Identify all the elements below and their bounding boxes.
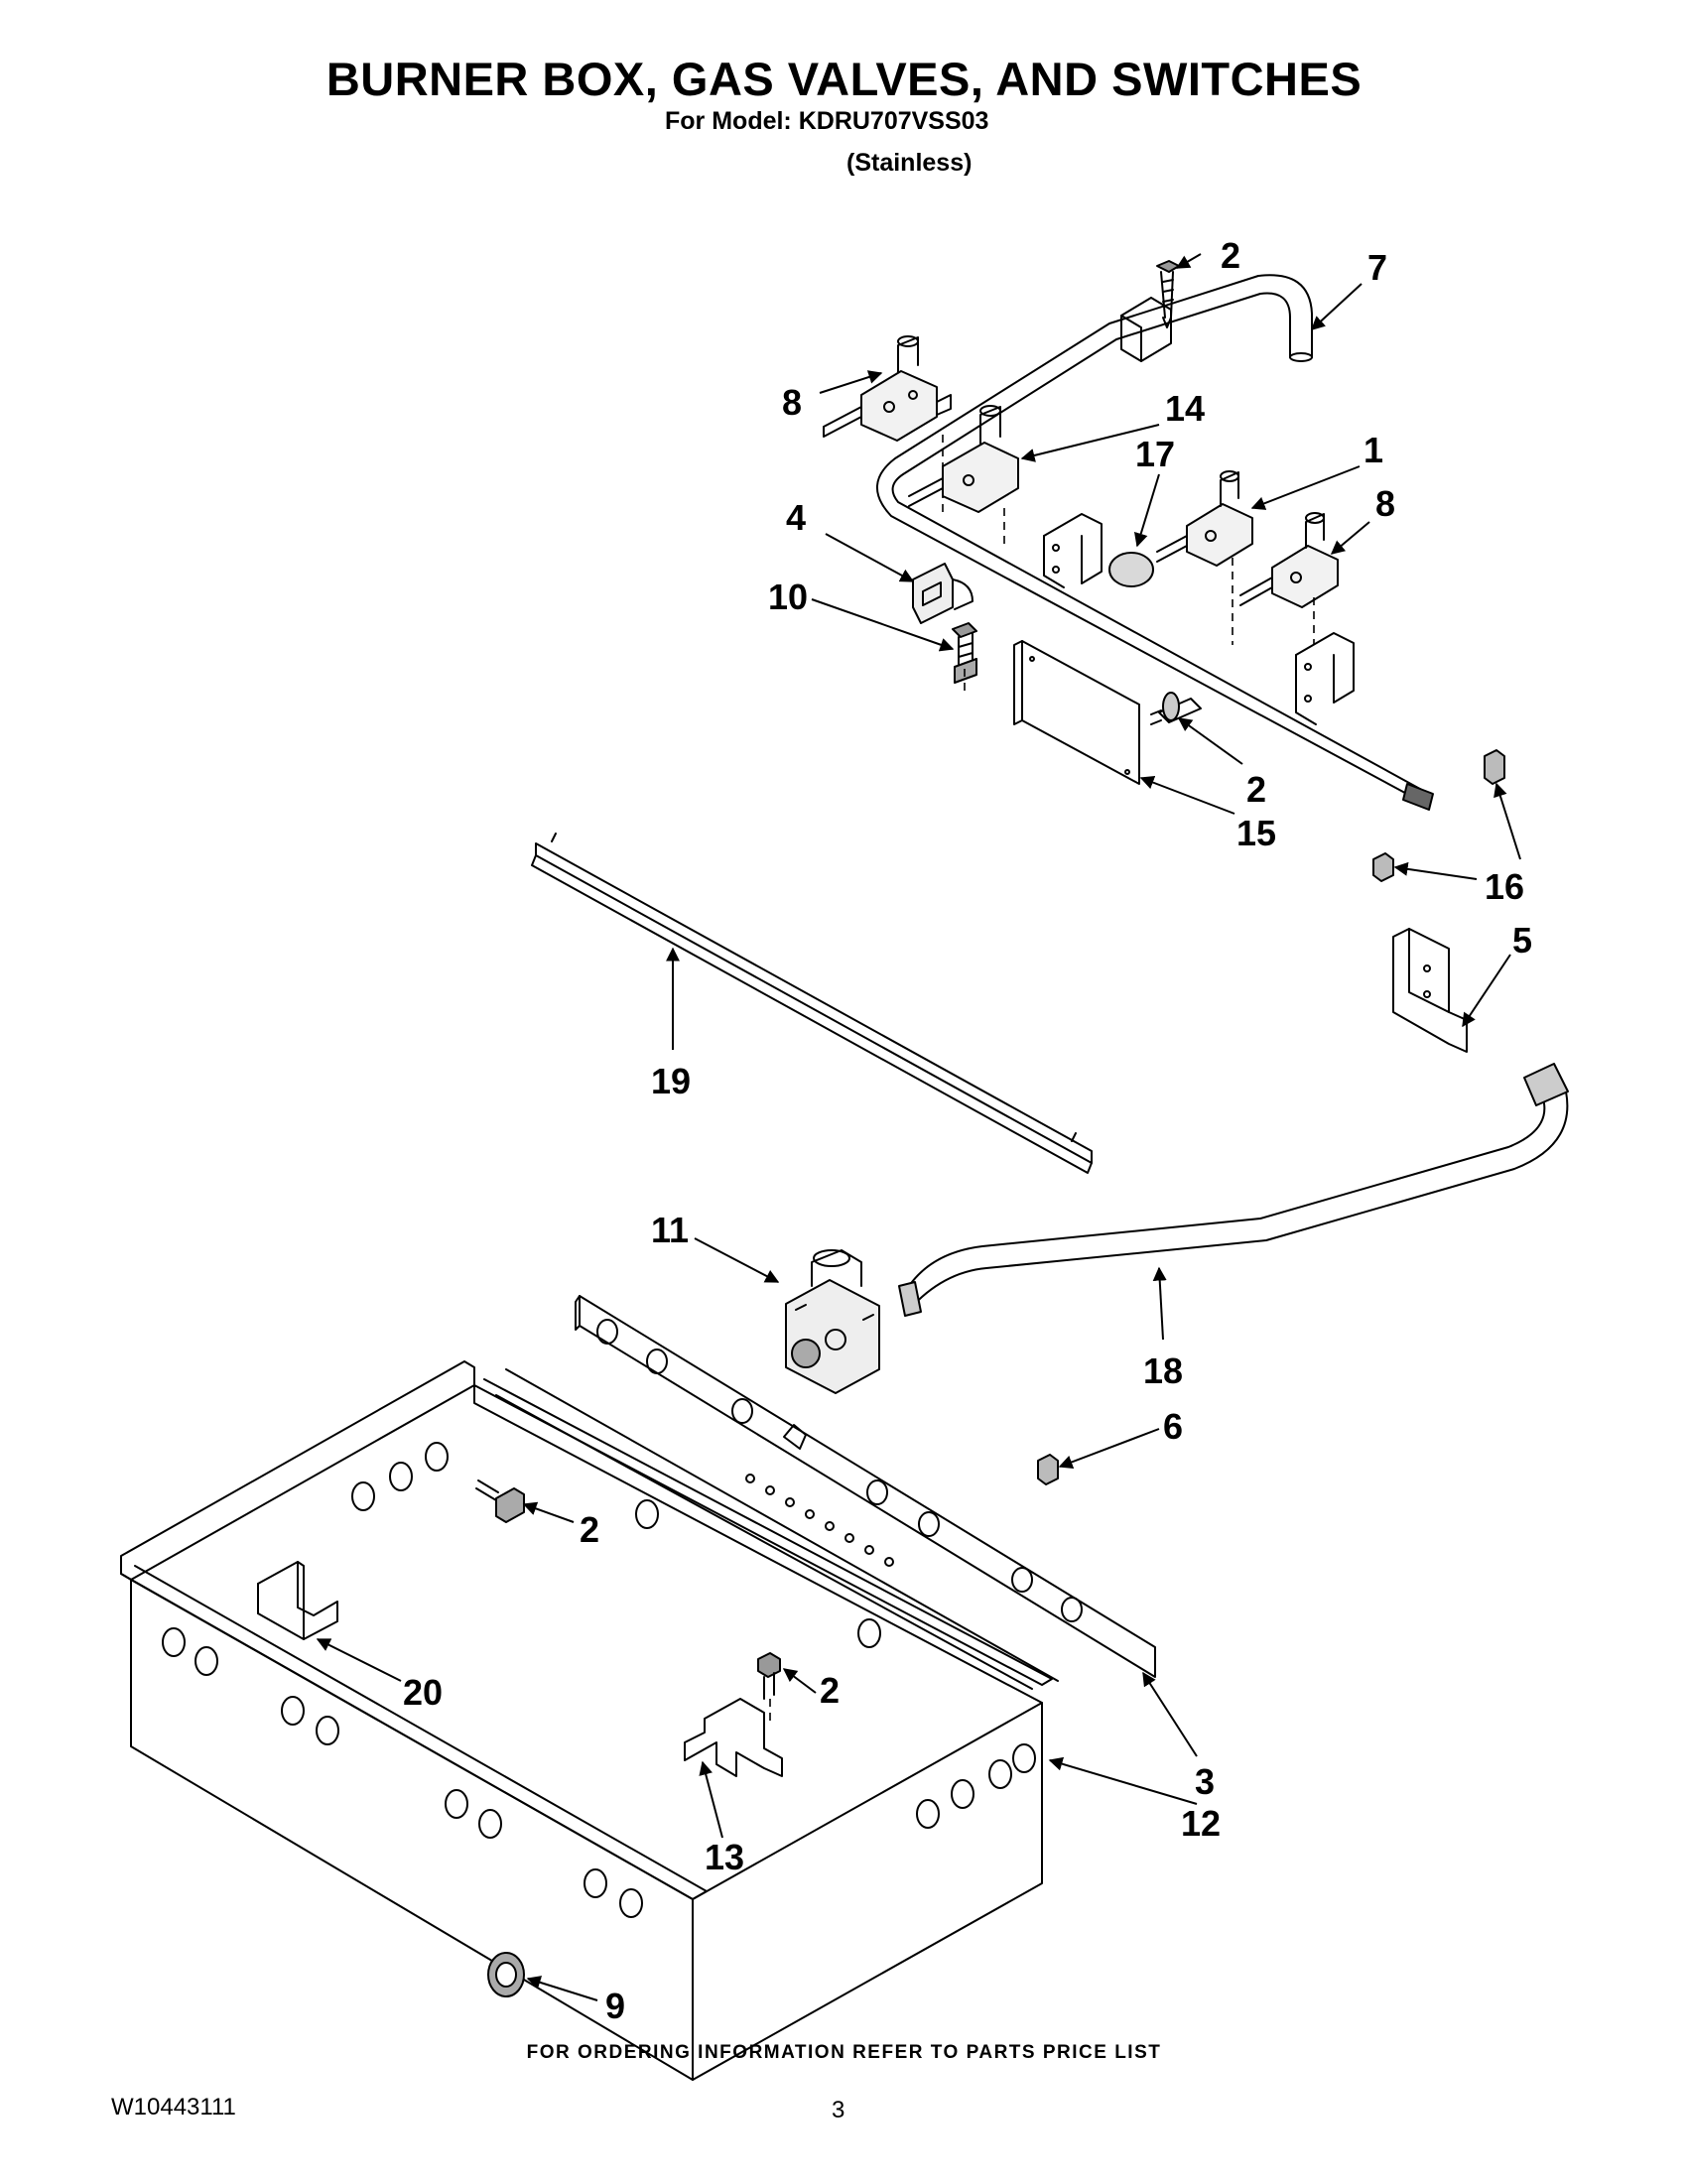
callout-2: 2 <box>1221 235 1240 276</box>
leader-arrow <box>811 598 955 652</box>
callout-10: 10 <box>768 577 808 617</box>
grommet-part-9 <box>487 1952 525 1997</box>
leader-arrow <box>1462 954 1511 1028</box>
regulator-part-11 <box>785 1249 880 1394</box>
leader-arrow <box>1493 782 1521 860</box>
leader-arrow <box>1250 465 1361 510</box>
gas-valve-part-upper-left <box>823 335 952 442</box>
leader-arrow <box>1175 253 1202 269</box>
leader-arrow <box>1058 1428 1160 1470</box>
callout-2: 2 <box>580 1509 599 1550</box>
document-number: W10443111 <box>111 2094 236 2120</box>
callout-7: 7 <box>1367 247 1387 288</box>
burner-box-part-12 <box>120 1360 1059 2081</box>
leader-arrow <box>1142 1671 1198 1757</box>
gas-valve-part-1 <box>1156 470 1253 567</box>
callout-14: 14 <box>1165 388 1205 429</box>
page-title: BURNER BOX, GAS VALVES, AND SWITCHES <box>325 53 1363 105</box>
leader-arrow <box>1330 521 1370 555</box>
disk-part-17 <box>1108 552 1154 587</box>
callout-20: 20 <box>403 1672 443 1713</box>
leader-arrow <box>1139 775 1235 815</box>
supply-tube-part-18 <box>898 1063 1569 1317</box>
leader-arrow <box>1048 1756 1198 1805</box>
ordering-note: FOR ORDERING INFORMATION REFER TO PARTS … <box>526 2042 1162 2063</box>
rail-part-19 <box>531 833 1093 1174</box>
screw-part-box <box>475 1479 525 1523</box>
bracket-part-20 <box>257 1561 338 1640</box>
manifold-tube-part <box>875 274 1434 811</box>
leader-arrow <box>819 370 883 394</box>
callout-13: 13 <box>705 1837 744 1877</box>
leader-arrow <box>694 1237 780 1283</box>
bracket-part-13 <box>684 1698 783 1777</box>
leader-arrow <box>782 1668 817 1694</box>
gas-valve-part-right <box>1239 512 1339 608</box>
callout-15: 15 <box>1236 813 1276 853</box>
leader-arrow <box>1152 1266 1167 1341</box>
leader-arrow <box>825 533 915 582</box>
leader-arrow <box>699 1760 723 1839</box>
bracket-panel-part-15 <box>1013 640 1140 785</box>
valve-bracket-middle <box>1043 513 1103 588</box>
callout-6: 6 <box>1163 1406 1183 1447</box>
leader-arrow <box>1310 283 1363 330</box>
screw-part-lower <box>757 1652 781 1700</box>
callout-9: 9 <box>605 1986 625 2026</box>
bracket-part-5 <box>1392 928 1468 1053</box>
model-variant: (Stainless) <box>846 149 973 177</box>
screw-part-10 <box>952 622 977 684</box>
mounting-bracket-top <box>1120 297 1172 362</box>
fastener-part-6 <box>1037 1454 1059 1485</box>
callout-19: 19 <box>651 1061 691 1101</box>
model-line: For Model: KDRU707VSS03 <box>665 107 989 135</box>
leader-arrow <box>522 1501 575 1523</box>
callout-18: 18 <box>1143 1350 1183 1391</box>
callout-5: 5 <box>1512 920 1532 961</box>
fastener-part-16b <box>1372 852 1394 882</box>
callout-1: 1 <box>1363 430 1383 470</box>
valve-bracket-right <box>1295 632 1355 725</box>
callout-4: 4 <box>786 497 806 538</box>
callout-16: 16 <box>1485 866 1524 907</box>
leader-arrow <box>1177 717 1243 765</box>
leader-arrow <box>526 1976 598 2001</box>
callout-11: 11 <box>651 1210 689 1250</box>
fastener-part-16a <box>1484 749 1505 785</box>
leader-arrow <box>316 1638 402 1682</box>
leader-arrow <box>1393 861 1478 880</box>
callout-17: 17 <box>1135 434 1175 474</box>
callout-2: 2 <box>1246 769 1266 810</box>
callout-12: 12 <box>1181 1803 1221 1844</box>
leader-arrow <box>1133 473 1160 548</box>
callout-8: 8 <box>1375 483 1395 524</box>
callout-2: 2 <box>820 1670 840 1711</box>
callout-8: 8 <box>782 382 802 423</box>
page-number: 3 <box>832 2097 845 2123</box>
screw-part-top <box>1156 260 1180 328</box>
screw-part-mid <box>1150 692 1202 725</box>
leader-arrow <box>1020 424 1160 462</box>
clip-part-4 <box>912 563 974 624</box>
callout-3: 3 <box>1195 1761 1215 1802</box>
